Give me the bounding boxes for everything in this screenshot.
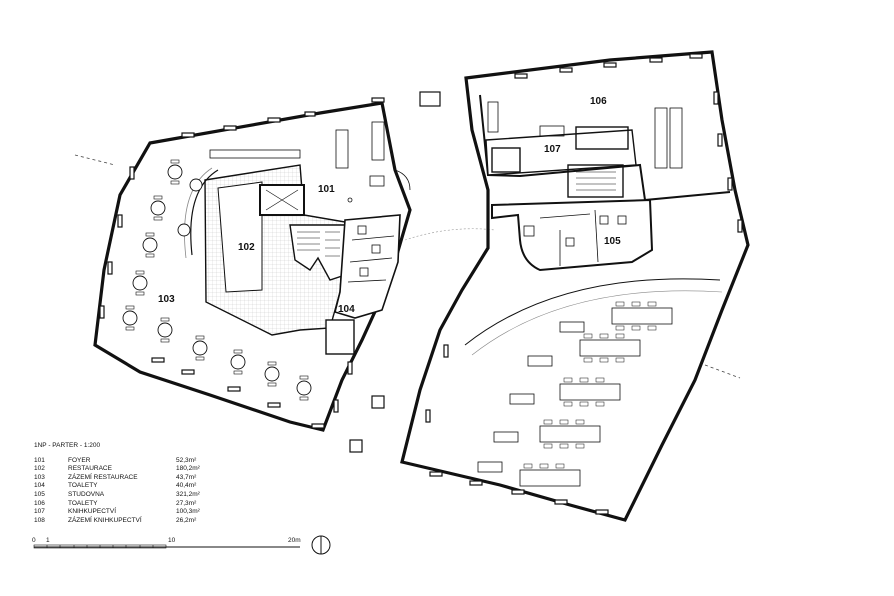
dining-tables [122, 164, 312, 396]
right-building-outer-wall [400, 50, 750, 522]
right-building [400, 50, 750, 522]
room-label-104: 104 [338, 304, 355, 315]
left-building-outer-wall [93, 101, 412, 432]
right-windows [425, 53, 743, 515]
room-107 [485, 126, 637, 176]
room-label-106: 106 [590, 96, 607, 107]
reading-chairs [523, 301, 657, 469]
left-windows [99, 97, 385, 429]
window-counter [209, 149, 301, 159]
north-arrow-icon [311, 535, 331, 555]
toilets-105 [491, 198, 654, 272]
scale-label-1: 1 [46, 537, 50, 544]
toilets-104 [334, 214, 401, 319]
dining-chairs [125, 159, 309, 401]
courtyard-items [349, 91, 441, 453]
shelves-106 [487, 101, 683, 169]
stair-right [567, 164, 624, 198]
room-label-105: 105 [604, 236, 621, 247]
foyer-furniture [335, 121, 385, 203]
left-building [93, 97, 412, 432]
scale-label-20: 20m [288, 537, 301, 544]
room-label-103: 103 [158, 294, 175, 305]
reading-tables [477, 307, 673, 487]
room-label-107: 107 [544, 144, 561, 155]
legend-title: 1NP - PARTER - 1:200 [34, 442, 101, 449]
room-label-101: 101 [318, 184, 335, 195]
scale-label-10: 10 [168, 537, 176, 544]
scale-bar [33, 544, 300, 549]
axis-lines [74, 154, 741, 379]
scale-labels: 0 1 10 20m [30, 537, 330, 547]
room-label-102: 102 [238, 242, 255, 253]
scale-label-0: 0 [32, 537, 36, 544]
